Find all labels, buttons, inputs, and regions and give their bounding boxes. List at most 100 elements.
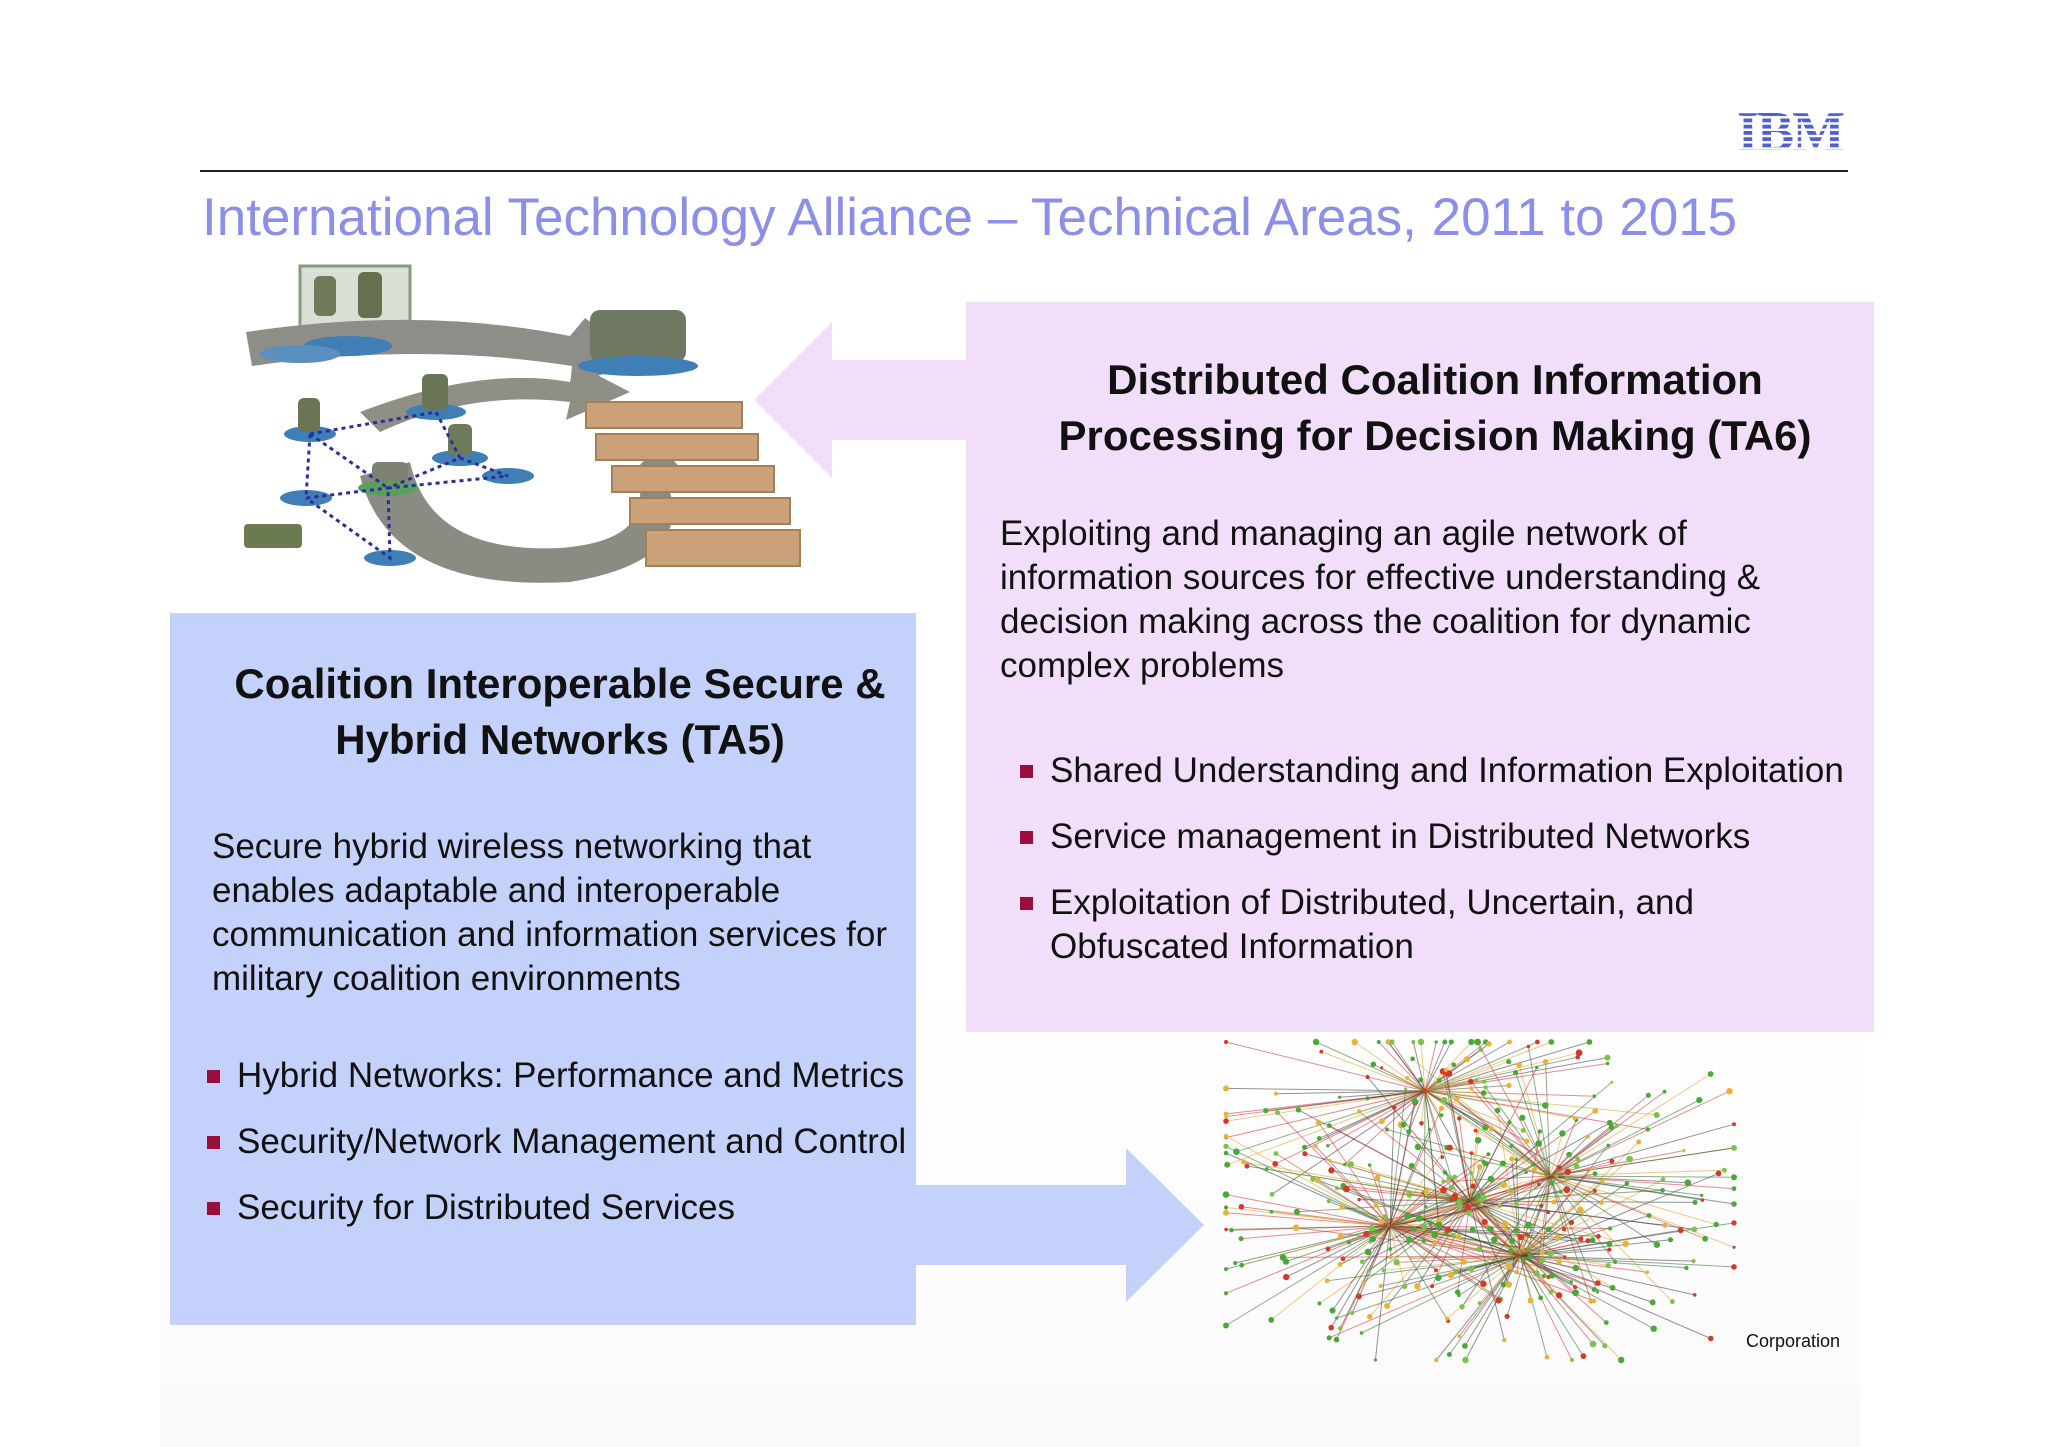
graph-edge [1336, 1255, 1521, 1319]
graph-node [1491, 1236, 1498, 1243]
graph-node [1343, 1185, 1350, 1193]
graph-node [1527, 1253, 1533, 1260]
graph-node [1450, 1232, 1456, 1238]
graph-edge [1424, 1052, 1580, 1092]
graph-edge [1339, 1090, 1426, 1098]
graph-node [1519, 1114, 1526, 1121]
bullet-text: Shared Understanding and Information Exp… [1050, 751, 1844, 790]
graph-node [1542, 1102, 1549, 1109]
graph-node [1513, 1070, 1519, 1076]
graph-node [1499, 1160, 1506, 1167]
graph-edge [1519, 1255, 1572, 1283]
graph-node [1315, 1119, 1322, 1126]
graph-node [1514, 1269, 1519, 1275]
graph-node [1564, 1176, 1569, 1181]
graph-edge [1271, 1090, 1426, 1195]
graph-edge [1549, 1150, 1684, 1177]
graph-node [1223, 1150, 1229, 1156]
graph-node [1596, 1234, 1601, 1239]
graph-node [1514, 1200, 1519, 1206]
graph-edge [1421, 1090, 1426, 1124]
graph-node [1359, 1259, 1365, 1264]
graph-edge [1282, 1255, 1521, 1258]
graph-edge [1296, 1200, 1471, 1213]
graph-node [1592, 1108, 1598, 1114]
graph-node [1595, 1290, 1600, 1294]
graph-node [1574, 1163, 1580, 1170]
graph-edge [1549, 1175, 1735, 1178]
graph-node [1317, 1301, 1322, 1306]
page-title: International Technology Alliance – Tech… [202, 188, 1738, 247]
graph-edge [1389, 1108, 1442, 1227]
graph-node [1653, 1112, 1660, 1118]
graph-node [1482, 1079, 1487, 1084]
graph-node [1535, 1140, 1542, 1147]
graph-node [1313, 1143, 1318, 1149]
graph-node [1381, 1268, 1386, 1273]
graph-node [1295, 1107, 1302, 1113]
graph-node [1526, 1044, 1531, 1049]
graph-node [1653, 1241, 1661, 1248]
graph-node [1572, 1116, 1577, 1121]
coalition-operations-illustration [244, 264, 801, 583]
graph-edge [1374, 1225, 1391, 1361]
graph-node [1338, 1326, 1343, 1331]
graph-node [1606, 1143, 1611, 1148]
graph-edge [1516, 1255, 1521, 1273]
graph-node [1503, 1226, 1508, 1231]
graph-node [1402, 1283, 1408, 1289]
graph-node [1649, 1299, 1656, 1306]
graph-node [1446, 1175, 1452, 1181]
graph-node [1533, 1270, 1540, 1277]
graph-node [1575, 1156, 1581, 1162]
graph-edge [1519, 1239, 1593, 1257]
graph-node [1224, 1267, 1228, 1272]
graph-node [1239, 1262, 1245, 1268]
graph-node [1592, 1171, 1598, 1176]
graph-edge [1312, 1178, 1391, 1227]
graph-edge [1368, 1200, 1471, 1271]
graph-edge [1332, 1225, 1391, 1311]
graph-node [1506, 1082, 1512, 1089]
graph-node [1477, 1301, 1482, 1306]
graph-edge [1225, 1152, 1391, 1227]
graph-edge [1367, 1225, 1391, 1253]
graph-node [1575, 1049, 1583, 1057]
graph-node [1279, 1254, 1287, 1261]
graph-node [1356, 1293, 1362, 1300]
graph-edge [1469, 1200, 1554, 1203]
graph-edge [1391, 1041, 1426, 1092]
graph-node [1359, 1331, 1364, 1335]
graph-edge [1321, 1051, 1426, 1092]
graph-node [1507, 1120, 1512, 1125]
graph-node [1310, 1176, 1316, 1182]
graph-edge [1389, 1225, 1545, 1277]
graph-edge [1389, 1225, 1392, 1258]
graph-edge [1519, 1255, 1711, 1339]
graph-edge [1469, 1184, 1504, 1202]
graph-node [1480, 1090, 1487, 1096]
graph-edge [1304, 1090, 1426, 1148]
graph-node [1731, 1264, 1737, 1270]
graph-node [1400, 1121, 1407, 1128]
graph-node [1573, 1285, 1578, 1290]
graph-edge [1389, 1225, 1437, 1271]
ta5-description: Secure hybrid wireless networking that e… [212, 827, 888, 998]
graph-node [1608, 1124, 1615, 1131]
graph-node [1440, 1186, 1447, 1194]
graph-node [1404, 1212, 1411, 1219]
graph-edge [1370, 1231, 1521, 1257]
graph-node [1483, 1085, 1488, 1090]
graph-node [1241, 1159, 1247, 1165]
graph-edge [1425, 1175, 1551, 1208]
graph-edge [1519, 1175, 1557, 1257]
graph-node [1408, 1162, 1415, 1169]
graph-node [1223, 1111, 1229, 1117]
graph-node [1435, 1274, 1442, 1281]
graph-node [1379, 1118, 1385, 1125]
graph-node [1589, 1340, 1597, 1348]
graph-node [1487, 1225, 1494, 1233]
graph-node [1660, 1177, 1666, 1182]
graph-edge [1515, 1072, 1551, 1177]
graph-node [1411, 1098, 1418, 1104]
